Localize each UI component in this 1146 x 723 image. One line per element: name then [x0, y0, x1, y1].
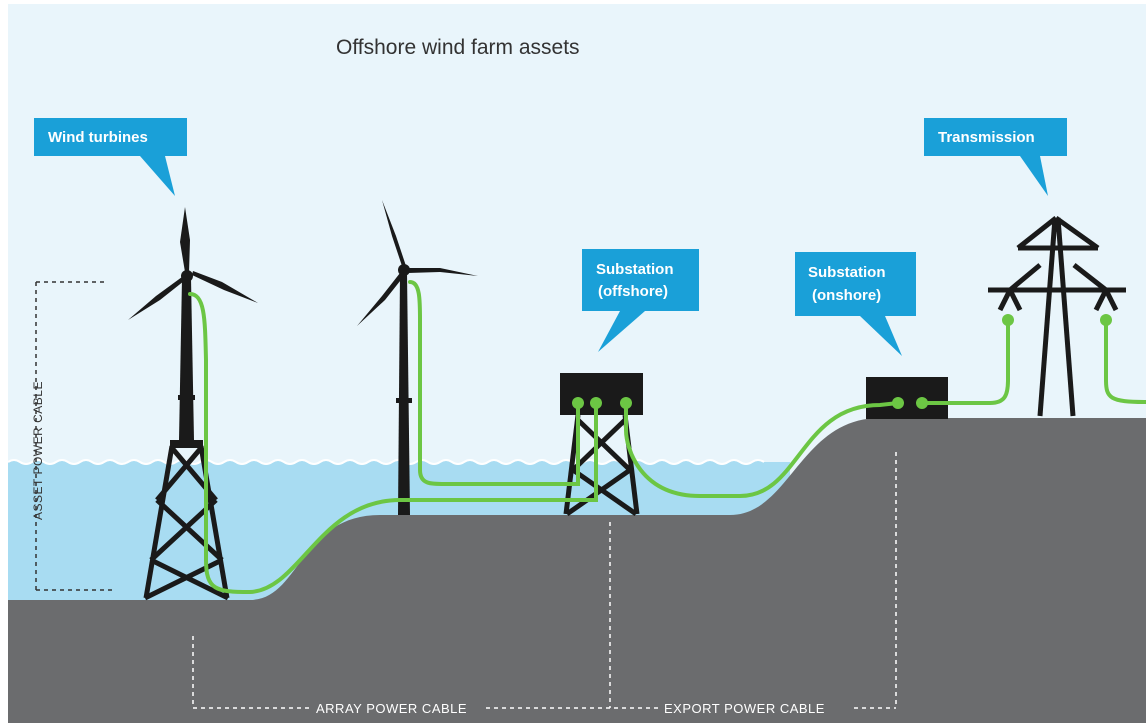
asset-power-cable-label: ASSET POWER CABLE — [31, 381, 45, 520]
callout-substation-onshore-line1: Substation — [808, 264, 886, 281]
cable-turbine-1 — [188, 292, 598, 595]
callout-substation-onshore: Substation (onshore) — [795, 252, 916, 356]
cable-turbine-2 — [408, 280, 580, 486]
export-power-cable-label: EXPORT POWER CABLE — [664, 701, 825, 716]
callout-substation-onshore-line2: (onshore) — [812, 287, 881, 304]
callout-substation-offshore-line1: Substation — [596, 261, 674, 278]
array-export-bracket — [192, 452, 897, 709]
array-power-cable-label: ARRAY POWER CABLE — [316, 701, 467, 716]
callout-wind-turbines: Wind turbines — [34, 118, 187, 196]
seabed — [8, 418, 1146, 723]
cable-export — [624, 401, 900, 498]
cables — [188, 280, 1146, 595]
callout-transmission: Transmission — [924, 118, 1067, 196]
cable-onshore-to-pylon — [920, 318, 1010, 405]
callout-wind-turbines-label: Wind turbines — [48, 129, 148, 146]
diagram-title: Offshore wind farm assets — [336, 36, 580, 59]
callout-substation-offshore: Substation (offshore) — [582, 249, 699, 352]
cable-connectors — [572, 314, 1112, 409]
callout-transmission-label: Transmission — [938, 129, 1035, 146]
callout-substation-offshore-line2: (offshore) — [598, 283, 668, 300]
transmission-pylon — [988, 215, 1126, 417]
asset-cable-bracket — [35, 281, 112, 591]
onshore-substation — [866, 377, 948, 419]
sea-surface-line — [7, 459, 765, 465]
wind-turbine-2 — [357, 200, 478, 515]
cable-pylon-out — [1104, 318, 1146, 404]
